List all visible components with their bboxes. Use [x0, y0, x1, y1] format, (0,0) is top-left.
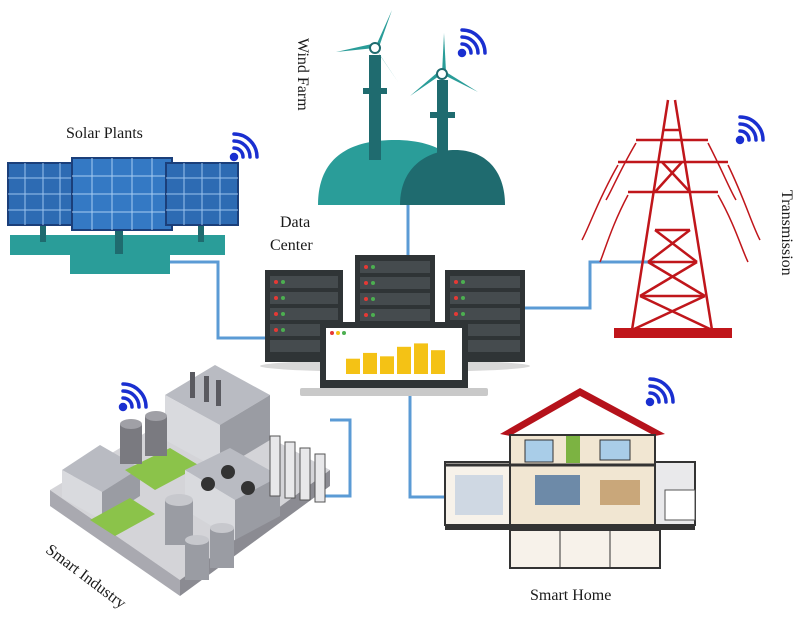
- wifi-icon-wind: [457, 28, 487, 58]
- label-smart-home: Smart Home: [530, 587, 612, 604]
- wifi-icon-industry: [118, 382, 148, 412]
- wifi-icon-home: [645, 377, 675, 407]
- server-rack-center: [355, 255, 435, 335]
- label-data-center-line2: Center: [270, 237, 313, 254]
- monitor-bar: [346, 358, 360, 374]
- monitor-bar: [363, 352, 377, 374]
- monitor: [300, 322, 488, 396]
- turbine-right: [410, 33, 478, 168]
- monitor-bar: [397, 346, 411, 374]
- smart-industry: [50, 365, 330, 596]
- solar-panel-right: [165, 162, 239, 226]
- tower-base: [614, 328, 732, 338]
- solar-panel-center: [71, 157, 173, 231]
- smart-home: [444, 388, 696, 569]
- label-solar-plants: Solar Plants: [66, 125, 143, 142]
- solar-panel-left: [7, 162, 79, 226]
- monitor-bar: [431, 350, 445, 374]
- label-wind-farm: Wind Farm: [294, 38, 311, 111]
- connector-lines: [170, 205, 655, 499]
- wifi-icon-transmission: [735, 115, 765, 145]
- data-center: [260, 255, 530, 396]
- hill-right: [400, 150, 505, 205]
- connector-transmission: [525, 260, 655, 310]
- connector-industry: [314, 418, 352, 498]
- connector-solar: [170, 260, 265, 340]
- monitor-bar-chart: [346, 343, 445, 374]
- wifi-icon-solar: [229, 132, 259, 162]
- label-transmission: Transmission: [778, 190, 795, 276]
- turbine-left: [336, 10, 398, 160]
- monitor-bar: [380, 356, 394, 374]
- solar-plants: [7, 157, 239, 274]
- transmission-tower: [581, 99, 761, 332]
- connector-home: [408, 395, 455, 499]
- wind-farm: [318, 10, 505, 205]
- label-data-center-line1: Data: [280, 214, 311, 231]
- monitor-bar: [414, 343, 428, 374]
- server-rack-left: [265, 270, 343, 362]
